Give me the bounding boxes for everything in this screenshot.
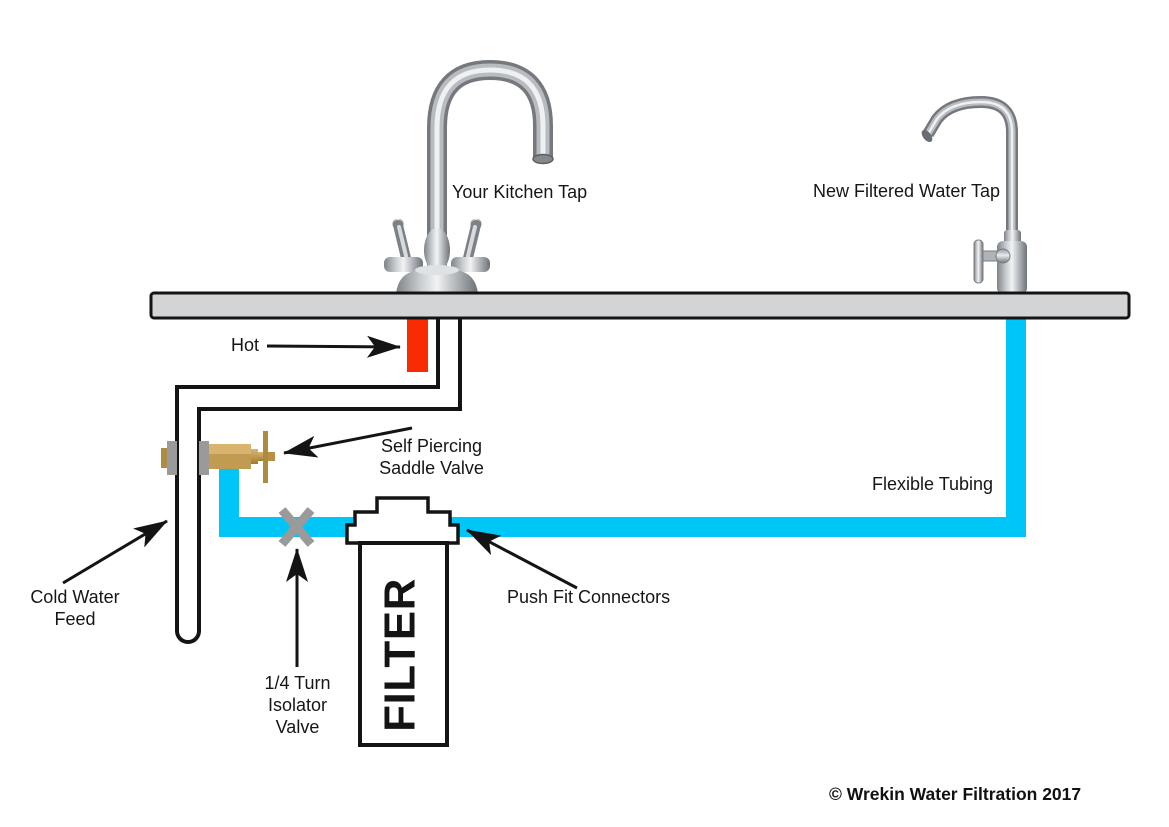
saddle-valve-clamp-left bbox=[167, 441, 177, 475]
saddle-valve-label-line1: Self Piercing bbox=[380, 436, 483, 456]
saddle-valve-label-line2: Saddle Valve bbox=[379, 457, 484, 478]
cold-water-feed-label: Cold Water Feed bbox=[22, 587, 128, 631]
saddle-valve-stem-tip bbox=[268, 452, 275, 461]
isolator-valve bbox=[278, 507, 315, 547]
filter-label: FILTER bbox=[376, 578, 425, 732]
isolator-valve-stroke2 bbox=[278, 507, 315, 547]
isolator-valve-label-line2: Isolator bbox=[267, 694, 328, 715]
kitchen-tap-base bbox=[396, 270, 478, 294]
cold-water-feed-label-line2: Feed bbox=[54, 608, 96, 629]
cold-water-feed-label-line1: Cold Water bbox=[30, 587, 120, 607]
kitchen-tap bbox=[384, 59, 554, 296]
kitchen-tap-right-handle-boss bbox=[451, 257, 490, 272]
flexible-tubing-pipe bbox=[219, 312, 1026, 537]
push-fit-connectors-label: Push Fit Connectors bbox=[507, 587, 671, 607]
kitchen-tap-left-handle-boss bbox=[384, 257, 423, 272]
filter-unit: FILTER bbox=[345, 496, 460, 747]
hot-arrow bbox=[266, 335, 401, 358]
kitchen-tap-label: Your Kitchen Tap bbox=[452, 182, 588, 202]
isolator-valve-label: 1/4 Turn Isolator Valve bbox=[252, 673, 343, 739]
isolator-valve-label-line1: 1/4 Turn bbox=[264, 673, 331, 693]
cold-water-pipe-inner bbox=[179, 309, 458, 640]
filtered-tap-label: New Filtered Water Tap bbox=[813, 181, 1001, 201]
saddle-valve-t-handle bbox=[263, 431, 268, 483]
countertop bbox=[149, 291, 1131, 320]
copyright-text: © Wrekin Water Filtration 2017 bbox=[829, 784, 1082, 804]
filter-head-push-fit bbox=[345, 496, 460, 545]
flexible-tubing-label: Flexible Tubing bbox=[872, 474, 994, 494]
filtered-tap-lever-grip bbox=[973, 239, 984, 284]
saddle-valve-label: Self Piercing Saddle Valve bbox=[374, 436, 489, 480]
kitchen-tap-left-handle-highlight bbox=[397, 225, 408, 258]
saddle-valve-back-plate bbox=[161, 448, 169, 468]
filtered-tap-lever-knob bbox=[995, 248, 1011, 264]
isolator-valve-label-line3: Valve bbox=[275, 716, 320, 737]
filtered-tap-spout-highlight bbox=[926, 100, 1014, 250]
cold-water-feed-arrow bbox=[62, 519, 168, 585]
saddle-valve-clamp-right bbox=[199, 441, 209, 475]
kitchen-tap-base-top bbox=[415, 265, 459, 275]
filtered-water-tap bbox=[921, 95, 1027, 294]
saddle-valve-arrow bbox=[283, 426, 413, 458]
filtered-tap-spout-tip bbox=[921, 129, 933, 143]
saddle-valve-step bbox=[251, 449, 258, 464]
saddle-valve-body-highlight bbox=[209, 444, 251, 454]
filtered-tap-spout bbox=[922, 95, 1018, 250]
saddle-valve bbox=[161, 431, 275, 483]
hot-label: Hot bbox=[231, 335, 260, 355]
hot-water-pipe bbox=[407, 318, 428, 372]
kitchen-tap-spout-tip bbox=[532, 153, 554, 165]
push-fit-arrow bbox=[466, 528, 578, 590]
kitchen-tap-right-handle-highlight bbox=[466, 225, 477, 258]
kitchen-tap-spout-highlight bbox=[434, 67, 546, 296]
filter-body bbox=[358, 541, 449, 747]
kitchen-tap-body bbox=[424, 228, 450, 272]
